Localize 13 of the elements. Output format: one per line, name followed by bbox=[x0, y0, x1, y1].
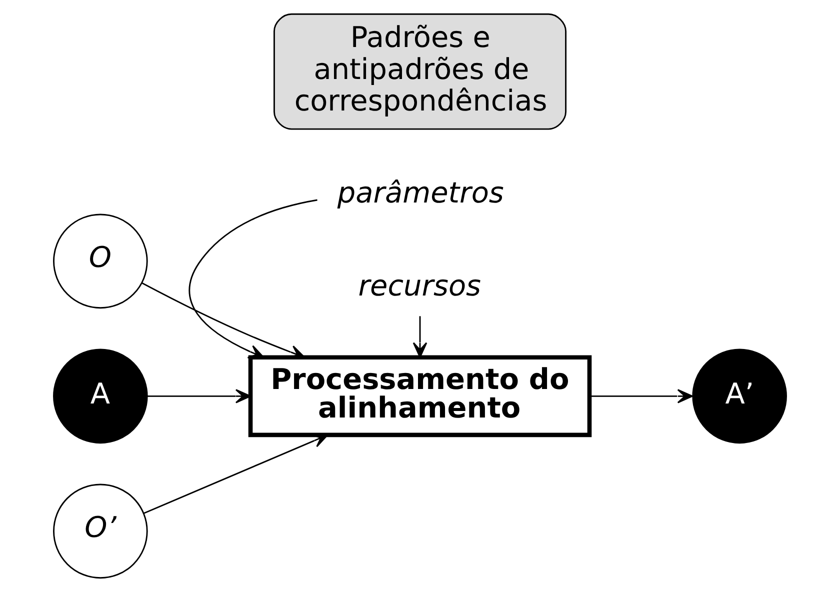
node-circle: A’ bbox=[692, 348, 786, 444]
node-text: recursos bbox=[358, 268, 481, 303]
arrow bbox=[589, 389, 692, 404]
arrow bbox=[146, 389, 251, 404]
arrow bbox=[141, 282, 305, 359]
arrow bbox=[412, 316, 427, 358]
node-circle: A bbox=[52, 348, 148, 444]
node-box: Padrões e antipadrões de correspondências bbox=[273, 13, 566, 130]
node-circle: O bbox=[52, 214, 148, 309]
node-box: Processamento do alinhamento bbox=[248, 355, 592, 438]
node-text: parâmetros bbox=[336, 175, 504, 210]
node-circle: O’ bbox=[52, 484, 148, 579]
arrow bbox=[188, 199, 317, 358]
